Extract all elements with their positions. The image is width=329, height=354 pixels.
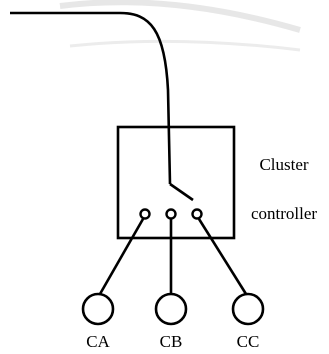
watermark bbox=[59, 0, 301, 52]
node-cb bbox=[154, 292, 188, 326]
node-cc-label: CC bbox=[237, 332, 260, 351]
incoming-line bbox=[10, 11, 172, 185]
link-ca bbox=[98, 218, 145, 295]
node-ca bbox=[81, 292, 115, 326]
node-cb-label: CB bbox=[160, 332, 183, 351]
node-cc bbox=[231, 292, 265, 326]
controller-box bbox=[116, 125, 236, 240]
link-cc bbox=[197, 218, 248, 295]
contact-c bbox=[191, 208, 203, 220]
controller-label-line1: Cluster bbox=[259, 155, 308, 174]
contact-b bbox=[165, 208, 177, 220]
controller-label-line2: controller bbox=[251, 204, 317, 223]
switch-lever bbox=[169, 182, 194, 202]
contact-a bbox=[139, 208, 151, 220]
node-ca-label: CA bbox=[86, 332, 110, 351]
